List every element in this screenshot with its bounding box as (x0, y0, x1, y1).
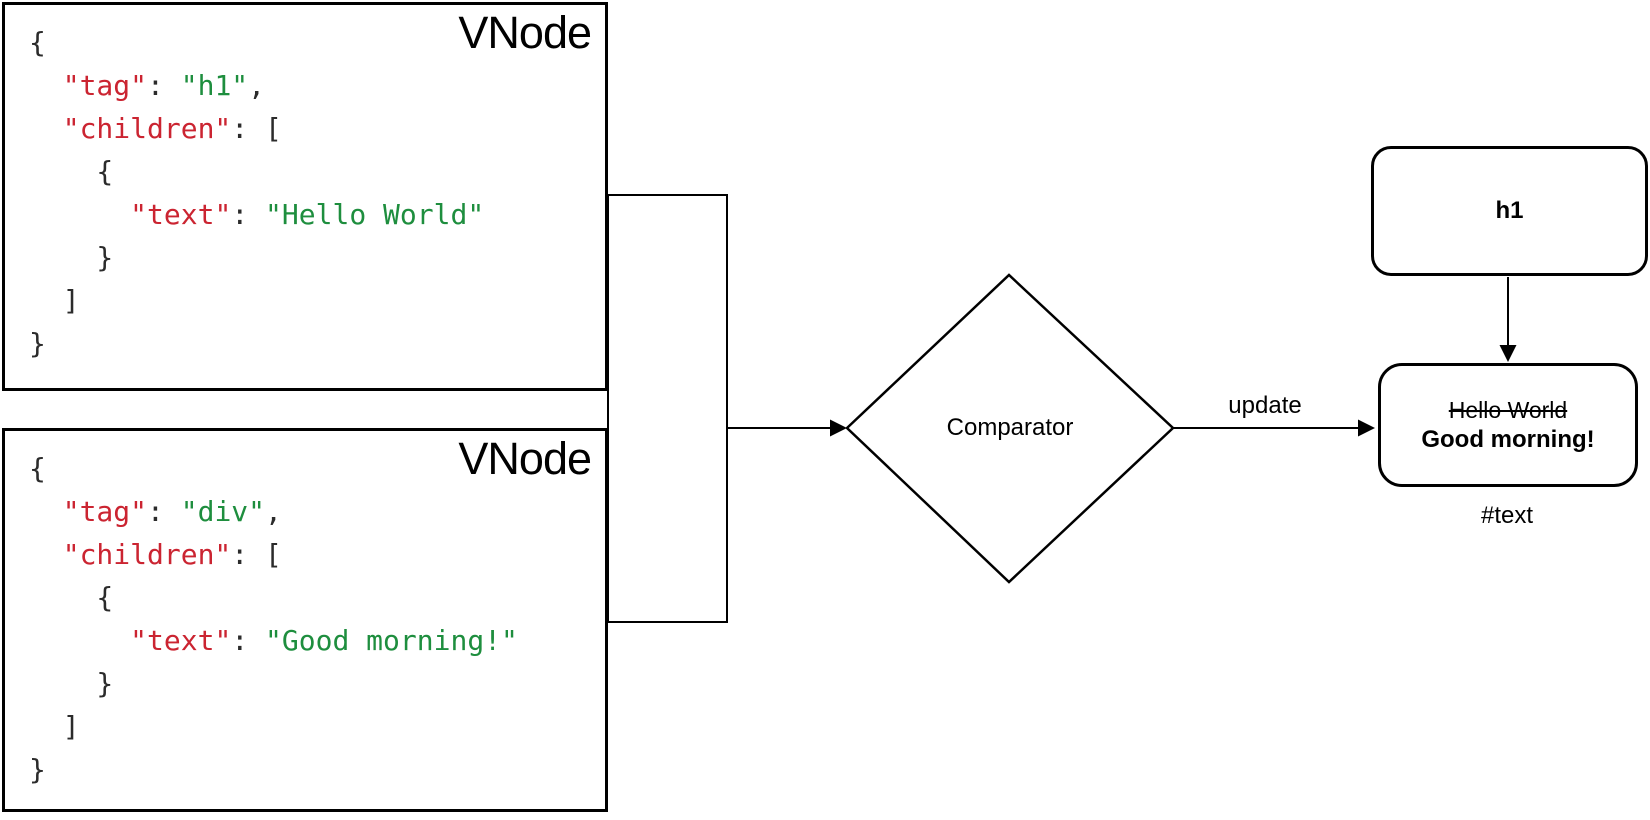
update-arrowhead (1358, 419, 1375, 437)
text-node-box: Hello World Good morning! (1378, 363, 1638, 487)
text-node-new-text: Good morning! (1421, 426, 1595, 453)
vnode-new-box: VNode { "tag": "div", "children": [ { "t… (2, 428, 608, 812)
vnode-old-code: { "tag": "h1", "children": [ { "text": "… (29, 26, 485, 360)
vnode-new-code: { "tag": "div", "children": [ { "text": … (29, 452, 518, 786)
text-node-caption: #text (1480, 502, 1534, 529)
vnode-old-title: VNode (458, 7, 592, 58)
merge-arrowhead (830, 419, 847, 437)
comparator-label: Comparator (946, 414, 1074, 441)
h1-to-text-arrowhead (1499, 345, 1517, 362)
vnode-new-title: VNode (458, 433, 592, 484)
merge-connector-rect (607, 194, 728, 623)
vnode-old-box: VNode { "tag": "h1", "children": [ { "te… (2, 2, 608, 391)
text-node-old-text: Hello World (1448, 397, 1568, 423)
update-arrow-label: update (1228, 392, 1302, 419)
h1-node-box: h1 (1371, 146, 1648, 276)
h1-node-label: h1 (1495, 197, 1524, 224)
